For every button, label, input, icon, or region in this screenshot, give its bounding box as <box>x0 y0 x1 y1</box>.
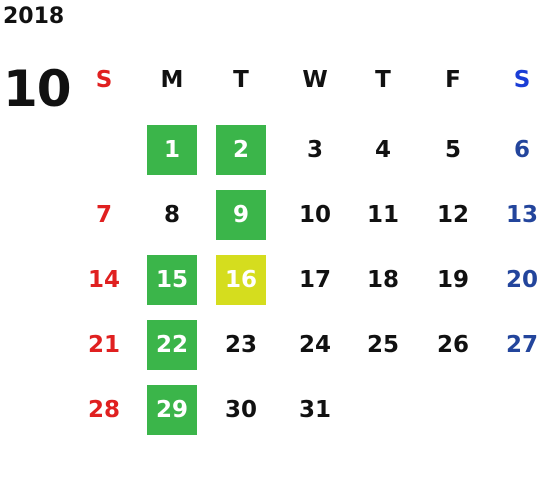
day-cell-18[interactable]: 18 <box>366 267 399 293</box>
day-cell-31[interactable]: 31 <box>298 397 331 423</box>
weekday-sat: S <box>513 67 531 93</box>
day-cell-8[interactable]: 8 <box>163 202 180 228</box>
day-cell-21[interactable]: 21 <box>87 332 120 358</box>
day-cell-11[interactable]: 11 <box>366 202 399 228</box>
day-cell-7[interactable]: 7 <box>95 202 112 228</box>
day-cell-29[interactable]: 29 <box>147 385 197 435</box>
year-label: 2018 <box>3 4 65 29</box>
weekday-tue: T <box>233 67 249 93</box>
day-cell-12[interactable]: 12 <box>436 202 469 228</box>
day-cell-3[interactable]: 3 <box>306 137 323 163</box>
day-cell-19[interactable]: 19 <box>436 267 469 293</box>
day-cell-28[interactable]: 28 <box>87 397 120 423</box>
day-cell-6[interactable]: 6 <box>513 137 530 163</box>
day-cell-17[interactable]: 17 <box>298 267 331 293</box>
day-cell-16[interactable]: 16 <box>216 255 266 305</box>
weekday-fri: F <box>445 67 461 93</box>
day-cell-4[interactable]: 4 <box>374 137 391 163</box>
day-cell-14[interactable]: 14 <box>87 267 120 293</box>
day-cell-23[interactable]: 23 <box>224 332 257 358</box>
weekday-mon: M <box>160 67 184 93</box>
day-cell-22[interactable]: 22 <box>147 320 197 370</box>
weekday-wed: W <box>302 67 328 93</box>
day-cell-20[interactable]: 20 <box>505 267 538 293</box>
day-cell-25[interactable]: 25 <box>366 332 399 358</box>
day-cell-15[interactable]: 15 <box>147 255 197 305</box>
month-number: 10 <box>3 60 72 118</box>
day-cell-30[interactable]: 30 <box>224 397 257 423</box>
day-cell-9[interactable]: 9 <box>216 190 266 240</box>
day-cell-1[interactable]: 1 <box>147 125 197 175</box>
day-cell-10[interactable]: 10 <box>298 202 331 228</box>
day-cell-13[interactable]: 13 <box>505 202 538 228</box>
day-cell-27[interactable]: 27 <box>505 332 538 358</box>
day-cell-5[interactable]: 5 <box>444 137 461 163</box>
weekday-sun: S <box>95 67 113 93</box>
weekday-thu: T <box>375 67 391 93</box>
day-cell-26[interactable]: 26 <box>436 332 469 358</box>
day-cell-2[interactable]: 2 <box>216 125 266 175</box>
day-cell-24[interactable]: 24 <box>298 332 331 358</box>
